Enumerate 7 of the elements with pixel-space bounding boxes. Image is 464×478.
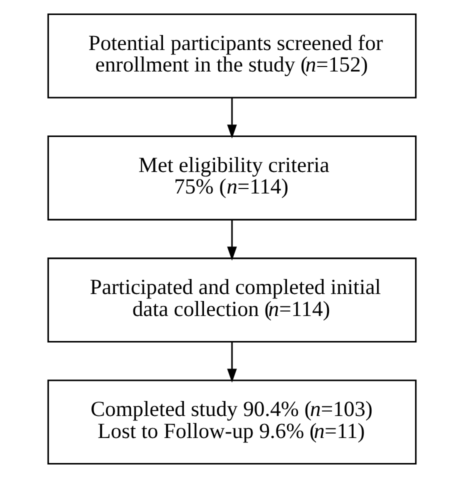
node-box: Participated and completed initial data collection (n=114) <box>47 258 417 342</box>
node-box: Completed study 90.4% (n=103) Lost to Follow-up 9.6% (n=11) <box>47 380 417 465</box>
arrow <box>227 342 237 383</box>
arrow <box>227 220 237 261</box>
arrow <box>227 98 237 139</box>
node-box: Met eligibility criteria 75% (n=114) <box>47 136 417 220</box>
node-box: Potential participants screened for enrollment in the study (n=152) <box>47 13 417 98</box>
